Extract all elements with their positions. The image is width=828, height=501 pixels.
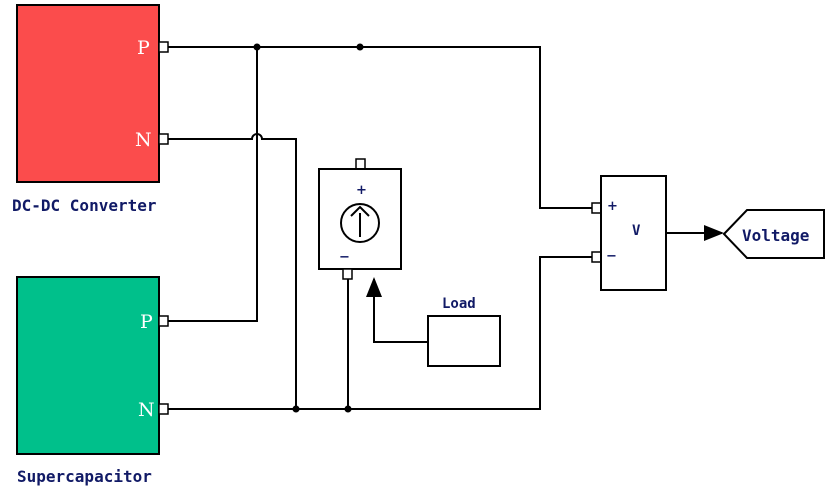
load-caption: Load xyxy=(442,296,476,312)
junction-dot xyxy=(253,43,261,51)
voltmeter-body[interactable] xyxy=(600,175,667,291)
dcdc-port-n[interactable] xyxy=(158,133,169,145)
dcdc-port-n-label: N xyxy=(135,129,152,151)
voltage-output-label: Voltage xyxy=(742,226,809,245)
dcdc-caption: DC-DC Converter xyxy=(12,196,157,215)
supercap-port-p[interactable] xyxy=(158,315,169,327)
supercap-caption: Supercapacitor xyxy=(17,467,152,486)
current-source-minus-sign: − xyxy=(339,250,350,265)
supercap-port-n-label: N xyxy=(138,399,155,421)
voltmeter-minus-sign: − xyxy=(606,249,617,264)
voltmeter-label: V xyxy=(632,223,641,239)
supercapacitor-body[interactable] xyxy=(16,276,160,455)
current-source-minus-port[interactable] xyxy=(342,268,353,280)
dcdc-converter-body[interactable] xyxy=(16,4,160,183)
supercapacitor-block[interactable]: P N Supercapacitor xyxy=(16,276,169,486)
supercap-port-p-label: P xyxy=(140,311,153,333)
voltmeter-plus-port[interactable] xyxy=(591,202,602,214)
current-source-arrow-icon xyxy=(340,203,380,243)
voltmeter-block[interactable]: + − V xyxy=(591,175,667,291)
voltmeter-minus-port[interactable] xyxy=(591,251,602,263)
voltage-output-shape[interactable] xyxy=(722,209,825,259)
load-block[interactable]: Load xyxy=(427,296,501,367)
voltmeter-plus-sign: + xyxy=(607,199,618,214)
current-source-plus-sign: + xyxy=(356,183,367,198)
wire-supercap-n[interactable] xyxy=(168,256,592,410)
supercap-port-n[interactable] xyxy=(158,403,169,415)
junction-dot xyxy=(292,405,300,413)
dcdc-port-p-label: P xyxy=(137,37,150,59)
wire-supercap-p[interactable] xyxy=(168,47,258,322)
junction-dot xyxy=(356,43,364,51)
wires xyxy=(168,46,724,410)
current-source-block[interactable]: + − xyxy=(318,158,402,280)
current-source-top-port[interactable] xyxy=(355,158,366,170)
wire-dcdc-p[interactable] xyxy=(168,46,592,209)
voltage-output-tag[interactable]: Voltage xyxy=(722,209,825,259)
load-body[interactable] xyxy=(427,315,501,367)
wire-dcdc-n[interactable] xyxy=(168,133,297,409)
dcdc-port-p[interactable] xyxy=(158,41,169,53)
dcdc-converter-block[interactable]: P N DC-DC Converter xyxy=(12,4,169,215)
junctions xyxy=(253,43,364,413)
wire-load-signal[interactable] xyxy=(366,277,428,343)
junction-dot xyxy=(344,405,352,413)
